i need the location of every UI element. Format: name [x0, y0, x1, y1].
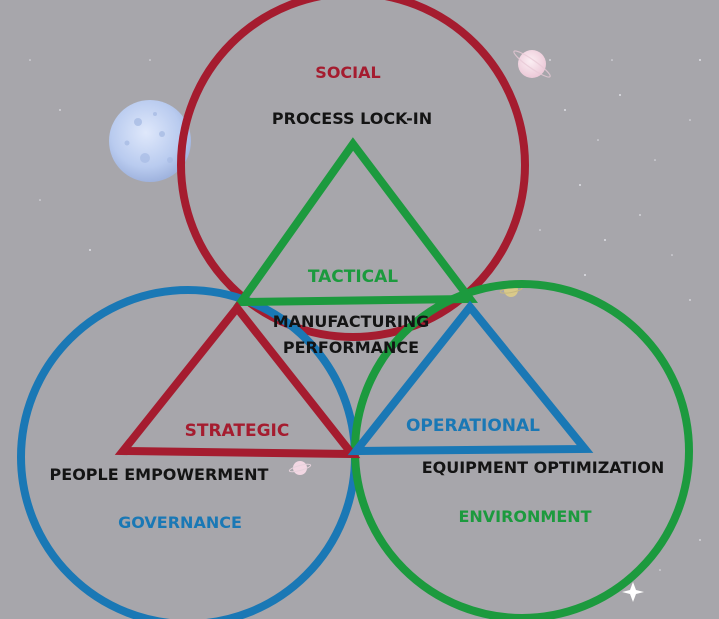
people-empowerment-label: PEOPLE EMPOWERMENT: [50, 465, 269, 484]
center-label-line1: MANUFACTURING: [273, 312, 430, 331]
star-icon: [622, 582, 644, 602]
moon-icon: [109, 100, 191, 182]
operational-label: OPERATIONAL: [406, 416, 540, 436]
tactical-triangle: [233, 137, 478, 307]
small-planet-icon: [288, 461, 312, 475]
process-lock-in-label: PROCESS LOCK-IN: [272, 109, 432, 128]
equipment-optimization-label: EQUIPMENT OPTIMIZATION: [422, 458, 665, 477]
planet-icon: [513, 50, 551, 78]
environment-label: ENVIRONMENT: [458, 507, 591, 526]
social-circle: [177, 0, 529, 341]
star-field: [29, 59, 701, 571]
strategic-label: STRATEGIC: [185, 421, 290, 441]
tactical-label: TACTICAL: [308, 267, 398, 287]
strategic-triangle: [114, 301, 361, 459]
operational-triangle: [347, 300, 594, 456]
governance-label: GOVERNANCE: [118, 513, 242, 532]
social-label: SOCIAL: [315, 63, 380, 82]
center-label-line2: PERFORMANCE: [283, 338, 419, 357]
